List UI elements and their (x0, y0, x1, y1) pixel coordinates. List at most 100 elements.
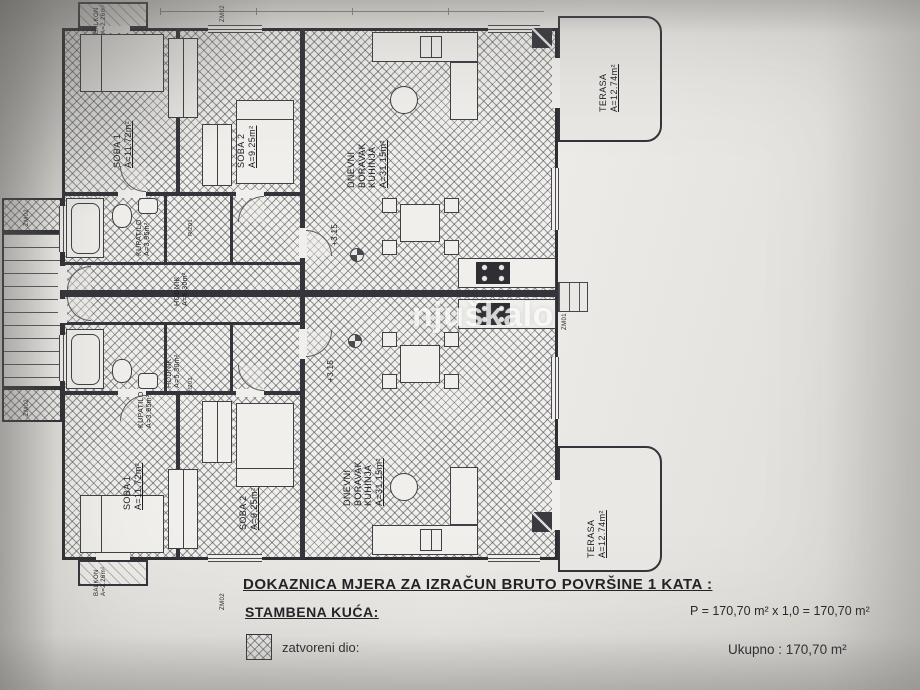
wall (164, 322, 167, 395)
room-label-kupatilo: KUPATILO A=3.95m² (138, 391, 155, 428)
bed-symbol (80, 495, 164, 553)
chair-symbol (382, 374, 397, 389)
room-label-balkon: BALKON A=2.26m² (94, 5, 108, 34)
door-gap (552, 480, 560, 530)
room-name: KUHINJA (367, 146, 378, 188)
room-area: A=31.15m² (377, 140, 388, 188)
code-label-zm02: ZM02 (220, 593, 226, 610)
chair-symbol (444, 332, 459, 347)
chair-symbol (444, 240, 459, 255)
chair-symbol (382, 198, 397, 213)
stair-wall (2, 388, 62, 422)
table-symbol (400, 204, 440, 242)
room-name: BORAVAK (356, 143, 367, 188)
stair-wall (2, 198, 62, 232)
boiler-symbol (390, 473, 418, 501)
room-name: TERASA (598, 73, 608, 112)
kitchen-counter-symbol (450, 467, 478, 525)
room-label-terasa: TERASA A=12.74m² (586, 510, 607, 558)
code-label-zm02: ZM02 (24, 399, 30, 416)
watermark: njuškalo (412, 296, 554, 334)
wall (62, 262, 305, 265)
wardrobe-symbol (202, 124, 232, 186)
room-label-dnevni-boravak: DNEVNI BORAVAK KUHINJA A=31.15m² (342, 458, 384, 506)
room-name: BALKON (94, 569, 100, 596)
title-subheading: STAMBENA KUĆA: (245, 604, 379, 620)
code-label-zm01: ZM01 (562, 313, 568, 330)
wall (62, 391, 305, 395)
chair-symbol (382, 240, 397, 255)
door-gap (58, 266, 67, 290)
room-label-hodnik: HODNIK A=5.30m² (166, 354, 183, 388)
vent-shaft-symbol (532, 28, 552, 48)
bathtub-symbol (66, 198, 104, 258)
room-area: A=12.74m² (608, 64, 619, 112)
room-label-soba1: SOBA 1 A=11.72m² (122, 463, 143, 510)
room-name: DNEVNI (342, 469, 352, 506)
window (208, 25, 262, 33)
central-wall (62, 290, 558, 297)
window (488, 25, 540, 33)
room-name: BORAVAK (352, 461, 363, 506)
vent-shaft-symbol (532, 512, 552, 532)
chair-symbol (444, 374, 459, 389)
exterior-steps (558, 282, 588, 312)
room-label-terasa: TERASA A=12.74m² (598, 64, 619, 112)
room-name: SOBA 2 (238, 495, 248, 530)
room-label-soba2: SOBA 2 A=9.25m² (238, 488, 259, 530)
toilet-symbol (112, 204, 132, 228)
room-name: KUPATILO (138, 391, 145, 428)
room-area: A=5.30m² (174, 354, 182, 388)
level-marker-icon (350, 248, 364, 262)
door-gap (299, 228, 307, 258)
wardrobe-symbol (168, 469, 198, 549)
sink-symbol (420, 36, 442, 58)
room-label-soba2: SOBA 2 A=9.25m² (236, 126, 257, 168)
terrace (558, 446, 662, 572)
room-label-balkon: BALKON A=2.26m² (94, 567, 108, 596)
wall (230, 322, 233, 395)
room-label-hodnik: HODNIK A=5.30m² (174, 272, 191, 306)
table-symbol (400, 345, 440, 383)
room-area: A=11.72m² (132, 462, 143, 510)
door-gap (96, 553, 130, 560)
room-name: HODNIK (166, 358, 173, 388)
title-heading: DOKAZNICA MJERA ZA IZRAČUN BRUTO POVRŠIN… (243, 576, 713, 593)
wardrobe-symbol (202, 401, 232, 463)
door-gap (552, 58, 560, 108)
legend-swatch (246, 634, 272, 660)
code-label-riz: RIZ01 (188, 377, 194, 394)
room-name: SOBA 2 (236, 133, 246, 168)
room-name: KUPATILO (136, 219, 143, 256)
dimension-line (160, 8, 544, 15)
wall (300, 297, 305, 559)
room-area: A=11.72m² (122, 120, 133, 168)
area-formula: P = 170,70 m² x 1,0 = 170,70 m² (690, 604, 870, 618)
boiler-symbol (390, 86, 418, 114)
window (208, 554, 262, 562)
room-name: BALKON (94, 7, 100, 34)
room-area: A=3.95m² (146, 394, 154, 428)
wall (62, 192, 305, 196)
level-marker-icon (348, 334, 362, 348)
stairs (2, 232, 62, 388)
terrace (558, 16, 662, 142)
room-label-kupatilo: KUPATILO A=3.95m² (136, 219, 153, 256)
sink-symbol (420, 529, 442, 551)
basin-symbol (138, 373, 158, 389)
toilet-symbol (112, 359, 132, 383)
room-label-dnevni-boravak: DNEVNI BORAVAK KUHINJA A=31.15m² (346, 140, 388, 188)
kitchen-counter-symbol (450, 62, 478, 120)
bathtub-symbol (66, 329, 104, 389)
bed-symbol (236, 403, 294, 487)
elevation-label: +3.15 (330, 223, 339, 246)
door-gap (118, 389, 146, 397)
window (551, 168, 559, 230)
room-name: SOBA 1 (122, 475, 132, 510)
balcony (78, 560, 148, 586)
basin-symbol (138, 198, 158, 214)
wall (230, 192, 233, 265)
room-area: A=3.95m² (144, 222, 152, 256)
window (488, 554, 540, 562)
